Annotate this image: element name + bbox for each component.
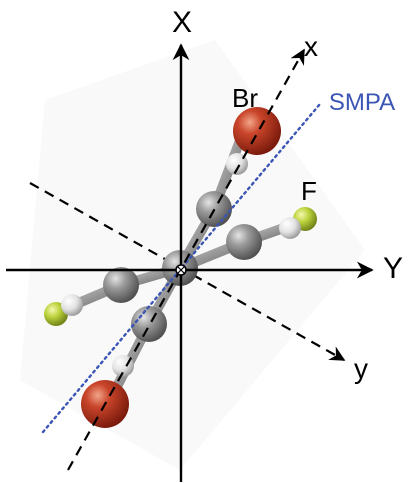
carbon-atom-right — [226, 224, 262, 260]
hydrogen-atom-left — [61, 294, 83, 316]
origin-cross-b — [177, 266, 185, 274]
bromine-atom-top — [233, 107, 281, 155]
axis-y-dashed — [29, 182, 346, 361]
axis-x-label: x — [304, 31, 318, 62]
fluorine-label: F — [301, 176, 317, 206]
smpa-label: SMPA — [329, 89, 395, 116]
axis-y-label: y — [354, 353, 368, 384]
carbon-atom-top — [196, 191, 232, 227]
axis-Y-label: Y — [383, 252, 403, 285]
carbon-atom-left — [103, 267, 139, 303]
bromine-label: Br — [232, 83, 258, 113]
smpa-dotted-line — [41, 102, 322, 434]
axis-X-label: X — [172, 6, 192, 39]
molecule — [44, 107, 317, 428]
carbon-atom-bottom — [131, 306, 167, 342]
axis-x-dashed — [67, 48, 305, 471]
hydrogen-atom-right — [279, 217, 301, 239]
